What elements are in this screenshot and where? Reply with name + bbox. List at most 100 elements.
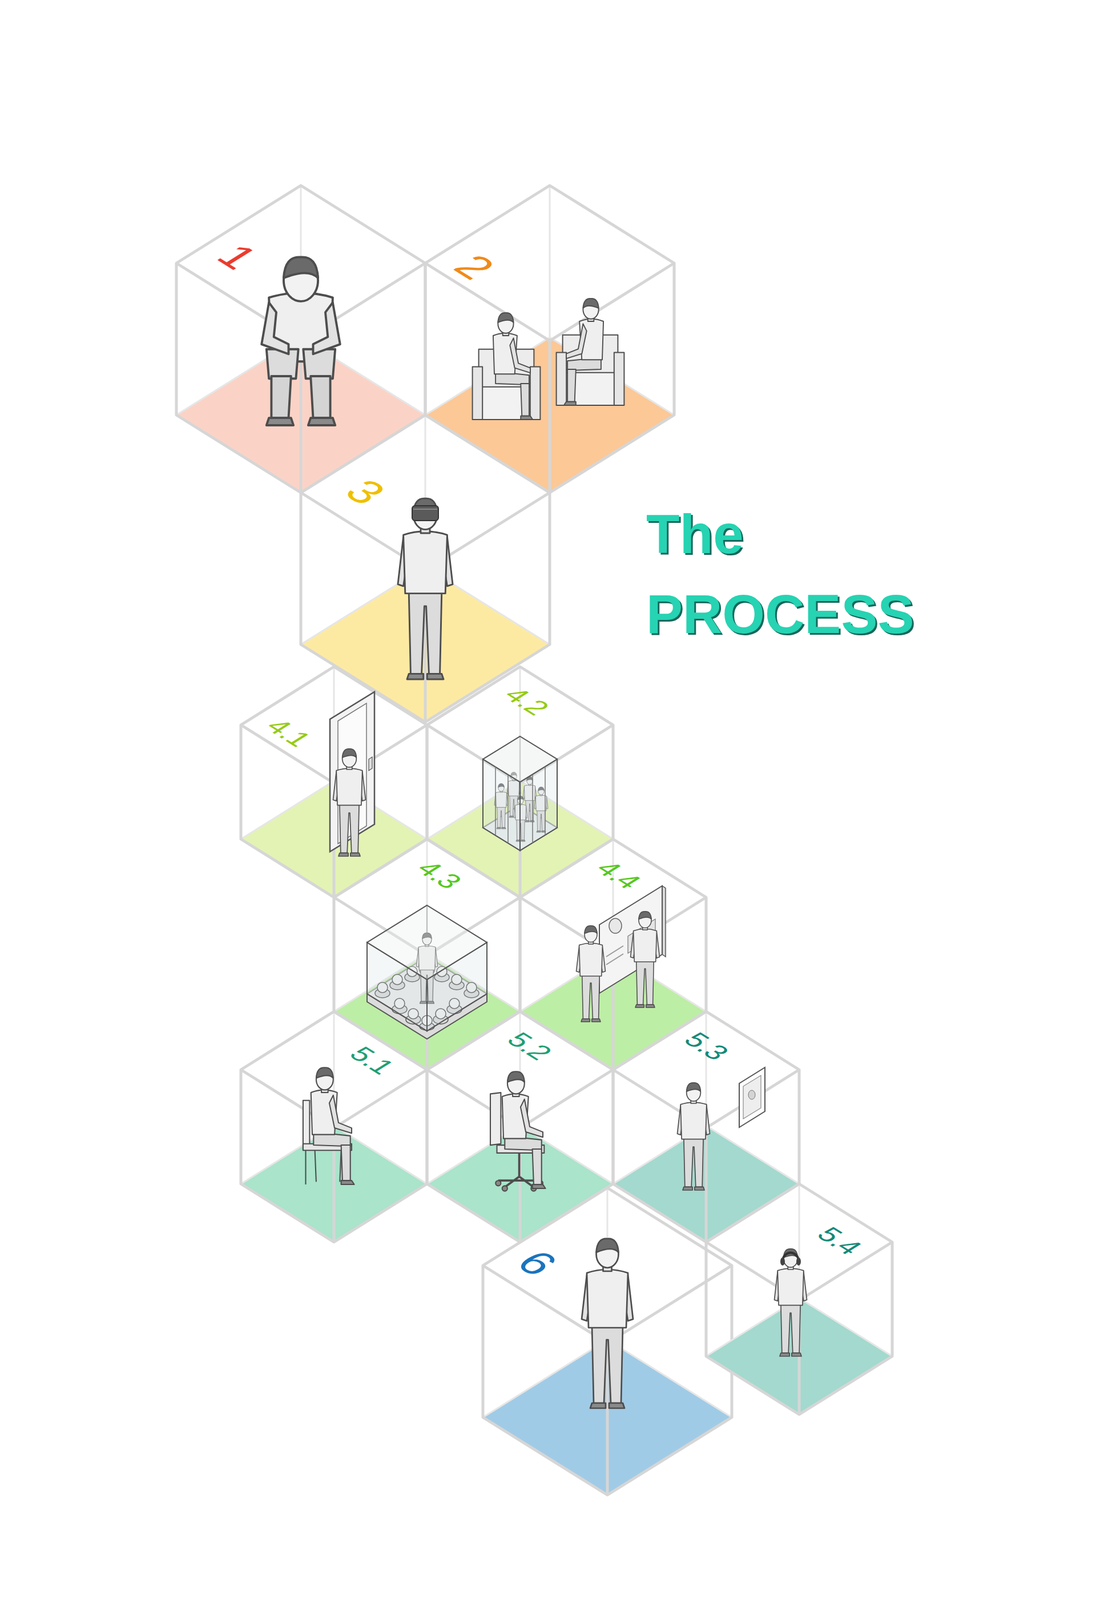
cube-front-edges <box>240 724 427 898</box>
cube-edges <box>520 839 707 1070</box>
booth-person <box>522 776 537 822</box>
frame-outer <box>739 1067 765 1128</box>
crowd-booth <box>367 905 487 1039</box>
step-number: 4.1 <box>260 715 316 751</box>
booth-roof <box>482 736 558 783</box>
cube-cell: 5.4 <box>702 1180 896 1418</box>
cube-outline <box>421 182 678 497</box>
cube-cell: 4.4 <box>516 835 710 1074</box>
door-keypad <box>368 756 373 771</box>
cube-cell: 4.2 <box>423 663 617 901</box>
step-number: 4.4 <box>590 857 646 893</box>
cube-outline <box>479 1184 736 1499</box>
visitor <box>576 925 606 1022</box>
cube-front-edges <box>706 1242 893 1415</box>
step-number: 3 <box>336 474 394 511</box>
cube-front-edges <box>482 1265 732 1496</box>
step-number: 4.3 <box>411 857 467 893</box>
cube-edges <box>426 666 614 898</box>
cube-cell: 5.3 <box>609 1008 803 1246</box>
cube-cell: 6 <box>479 1184 736 1499</box>
door <box>329 691 375 852</box>
cube-edges <box>482 1187 732 1496</box>
cube-front-edges <box>333 897 521 1070</box>
seated-person <box>502 1071 546 1189</box>
vr-headset-line <box>413 508 438 510</box>
chair <box>303 1100 352 1185</box>
step-number: 5.3 <box>678 1029 734 1065</box>
frame-inner <box>743 1075 761 1119</box>
cube-cell: 3 <box>297 411 554 726</box>
seated-person <box>563 298 604 406</box>
cube-cell: 5.2 <box>423 1008 617 1246</box>
person-with-headset <box>397 498 453 680</box>
step-number: 4.2 <box>498 684 554 720</box>
cube-outline <box>237 1008 431 1246</box>
booth-person <box>513 796 528 842</box>
seated-person <box>493 312 533 420</box>
booth-person <box>506 772 521 818</box>
board-lines <box>606 945 624 965</box>
cube-cell: 4.3 <box>330 835 524 1074</box>
cube-edges <box>240 666 427 898</box>
booth-glass <box>482 759 521 851</box>
cube-outline <box>237 663 431 901</box>
booth-plinth <box>367 993 487 1039</box>
glass-booth <box>482 736 558 851</box>
headphones-band <box>782 1252 799 1260</box>
door-frame <box>329 691 375 852</box>
booth-floor <box>482 804 558 851</box>
booth-person <box>494 783 509 829</box>
cube-edges <box>706 1183 893 1415</box>
door-opening <box>337 703 367 844</box>
armchair <box>472 349 541 420</box>
cube-front-edges <box>240 1069 427 1243</box>
crowd-back <box>375 959 479 998</box>
crowd-front <box>392 998 462 1031</box>
person-at-door <box>333 748 366 857</box>
visitor <box>630 911 660 1008</box>
standing-person <box>581 1238 634 1409</box>
cube-outline <box>702 1180 896 1418</box>
board-panel <box>599 885 663 994</box>
board-dial <box>609 918 622 934</box>
office-chair <box>490 1092 545 1192</box>
booth-back <box>367 905 427 994</box>
cube-front-edges <box>300 492 550 723</box>
cube-cell: 1 <box>172 182 429 497</box>
booth-roof <box>367 905 487 980</box>
cube-cell: 4.1 <box>237 663 431 901</box>
viewer <box>677 1082 711 1191</box>
frame-portrait <box>748 1090 756 1100</box>
booth-glass <box>520 759 558 851</box>
cube-front-edges <box>613 1069 800 1243</box>
cube-edges <box>425 185 675 493</box>
step-number: 6 <box>508 1245 566 1282</box>
booth-floor <box>367 956 487 1031</box>
info-board <box>599 885 666 994</box>
listener <box>774 1248 808 1357</box>
step-number: 5.4 <box>811 1223 867 1259</box>
booth-glass <box>426 942 487 1031</box>
step-number: 2 <box>445 249 503 286</box>
cube-edges <box>176 185 426 493</box>
cube-front-edges <box>426 1069 614 1243</box>
headphones-cup <box>796 1257 801 1266</box>
cube-edges <box>333 839 521 1070</box>
booth-back <box>520 736 558 828</box>
headphones-cup <box>780 1257 785 1266</box>
cube-outline <box>297 411 554 726</box>
step-number: 5.2 <box>501 1029 557 1065</box>
vr-headset <box>412 505 439 521</box>
booth-back <box>426 905 487 994</box>
armchair <box>556 335 625 406</box>
cube-outline <box>172 182 429 497</box>
title: The PROCESS <box>646 494 944 655</box>
board-sheet <box>627 919 656 954</box>
seated-person <box>311 1067 355 1185</box>
booth-person <box>534 787 548 833</box>
center-person <box>416 932 438 1004</box>
board-edge <box>662 885 666 957</box>
